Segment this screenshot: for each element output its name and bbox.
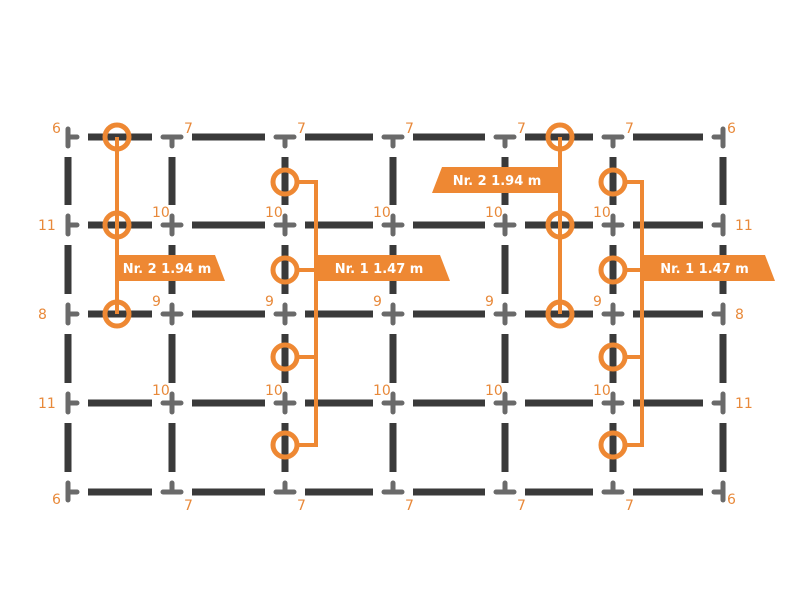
node-number: 10 bbox=[593, 205, 611, 221]
ledger-bar bbox=[297, 180, 318, 447]
node-connector bbox=[381, 391, 405, 415]
node-connector bbox=[160, 134, 184, 149]
node-connector bbox=[65, 480, 80, 503]
node-connector bbox=[711, 391, 726, 415]
node-connector bbox=[601, 134, 625, 149]
node-number: 10 bbox=[373, 383, 391, 399]
node-connector bbox=[493, 480, 517, 495]
node-connector bbox=[381, 134, 405, 149]
node-number: 8 bbox=[735, 307, 744, 323]
node-number: 6 bbox=[727, 492, 736, 508]
node-connector bbox=[493, 134, 517, 149]
node-connector bbox=[160, 302, 184, 326]
node-number: 6 bbox=[52, 121, 61, 137]
node-number: 11 bbox=[38, 218, 56, 234]
bar-label: Nr. 1 1.47 m bbox=[335, 262, 424, 277]
node-number: 9 bbox=[485, 294, 494, 310]
node-connector bbox=[711, 480, 726, 503]
coupler-ring bbox=[270, 167, 300, 197]
node-connector bbox=[160, 480, 184, 495]
node-number: 9 bbox=[265, 294, 274, 310]
node-number: 7 bbox=[517, 121, 526, 137]
coupler-ring bbox=[598, 167, 628, 197]
coupler-ring bbox=[598, 342, 628, 372]
ledger-bar bbox=[625, 180, 644, 447]
node-connector bbox=[601, 391, 625, 415]
node-connector bbox=[711, 213, 726, 237]
node-number: 9 bbox=[373, 294, 382, 310]
bar-label-tag bbox=[316, 255, 450, 281]
coupler-ring bbox=[102, 122, 132, 152]
node-connector bbox=[493, 213, 517, 237]
coupler-ring bbox=[545, 210, 575, 240]
node-number: 10 bbox=[152, 205, 170, 221]
node-connector bbox=[493, 391, 517, 415]
node-connector bbox=[65, 391, 80, 415]
coupler-ring bbox=[598, 430, 628, 460]
node-connector bbox=[711, 302, 726, 326]
bar-label-tag bbox=[432, 167, 560, 193]
node-number: 10 bbox=[265, 383, 283, 399]
node-connector bbox=[493, 302, 517, 326]
node-number: 11 bbox=[38, 396, 56, 412]
node-number: 11 bbox=[735, 396, 753, 412]
coupler-ring bbox=[270, 430, 300, 460]
coupler-ring bbox=[102, 210, 132, 240]
node-number: 9 bbox=[593, 294, 602, 310]
node-connector bbox=[65, 126, 80, 149]
coupler-ring bbox=[102, 299, 132, 329]
bar-label: Nr. 2 1.94 m bbox=[453, 174, 542, 189]
node-connector bbox=[381, 213, 405, 237]
node-connector bbox=[381, 302, 405, 326]
node-connector bbox=[601, 302, 625, 326]
node-connector bbox=[601, 213, 625, 237]
coupler-ring bbox=[545, 299, 575, 329]
coupler-ring bbox=[545, 122, 575, 152]
node-number: 10 bbox=[593, 383, 611, 399]
node-number: 7 bbox=[405, 498, 414, 514]
node-connector bbox=[160, 391, 184, 415]
bar-label: Nr. 1 1.47 m bbox=[660, 262, 749, 277]
node-connector bbox=[65, 213, 80, 237]
node-number: 6 bbox=[52, 492, 61, 508]
node-number: 9 bbox=[152, 294, 161, 310]
node-number: 7 bbox=[517, 498, 526, 514]
bar-label-tag bbox=[642, 255, 775, 281]
node-connector bbox=[273, 302, 297, 326]
node-connector bbox=[273, 213, 297, 237]
node-connector bbox=[711, 126, 726, 149]
node-connector bbox=[273, 134, 297, 149]
node-number: 7 bbox=[297, 121, 306, 137]
node-number: 10 bbox=[265, 205, 283, 221]
node-connector bbox=[381, 480, 405, 495]
node-connector bbox=[273, 480, 297, 495]
node-connector bbox=[65, 302, 80, 326]
node-number: 7 bbox=[184, 498, 193, 514]
node-number: 10 bbox=[152, 383, 170, 399]
coupler-ring bbox=[598, 255, 628, 285]
bar-label: Nr. 2 1.94 m bbox=[123, 262, 212, 277]
node-connector bbox=[273, 391, 297, 415]
node-number: 10 bbox=[485, 205, 503, 221]
node-number: 7 bbox=[625, 121, 634, 137]
node-connector bbox=[601, 480, 625, 495]
node-number: 10 bbox=[373, 205, 391, 221]
node-connector bbox=[160, 213, 184, 237]
node-number: 10 bbox=[485, 383, 503, 399]
coupler-ring bbox=[270, 342, 300, 372]
node-number: 7 bbox=[625, 498, 634, 514]
coupler-ring bbox=[270, 255, 300, 285]
node-number: 8 bbox=[38, 307, 47, 323]
bar-label-tag bbox=[117, 255, 225, 281]
node-number: 7 bbox=[297, 498, 306, 514]
node-number: 11 bbox=[735, 218, 753, 234]
node-number: 6 bbox=[727, 121, 736, 137]
node-number: 7 bbox=[405, 121, 414, 137]
node-number: 7 bbox=[184, 121, 193, 137]
